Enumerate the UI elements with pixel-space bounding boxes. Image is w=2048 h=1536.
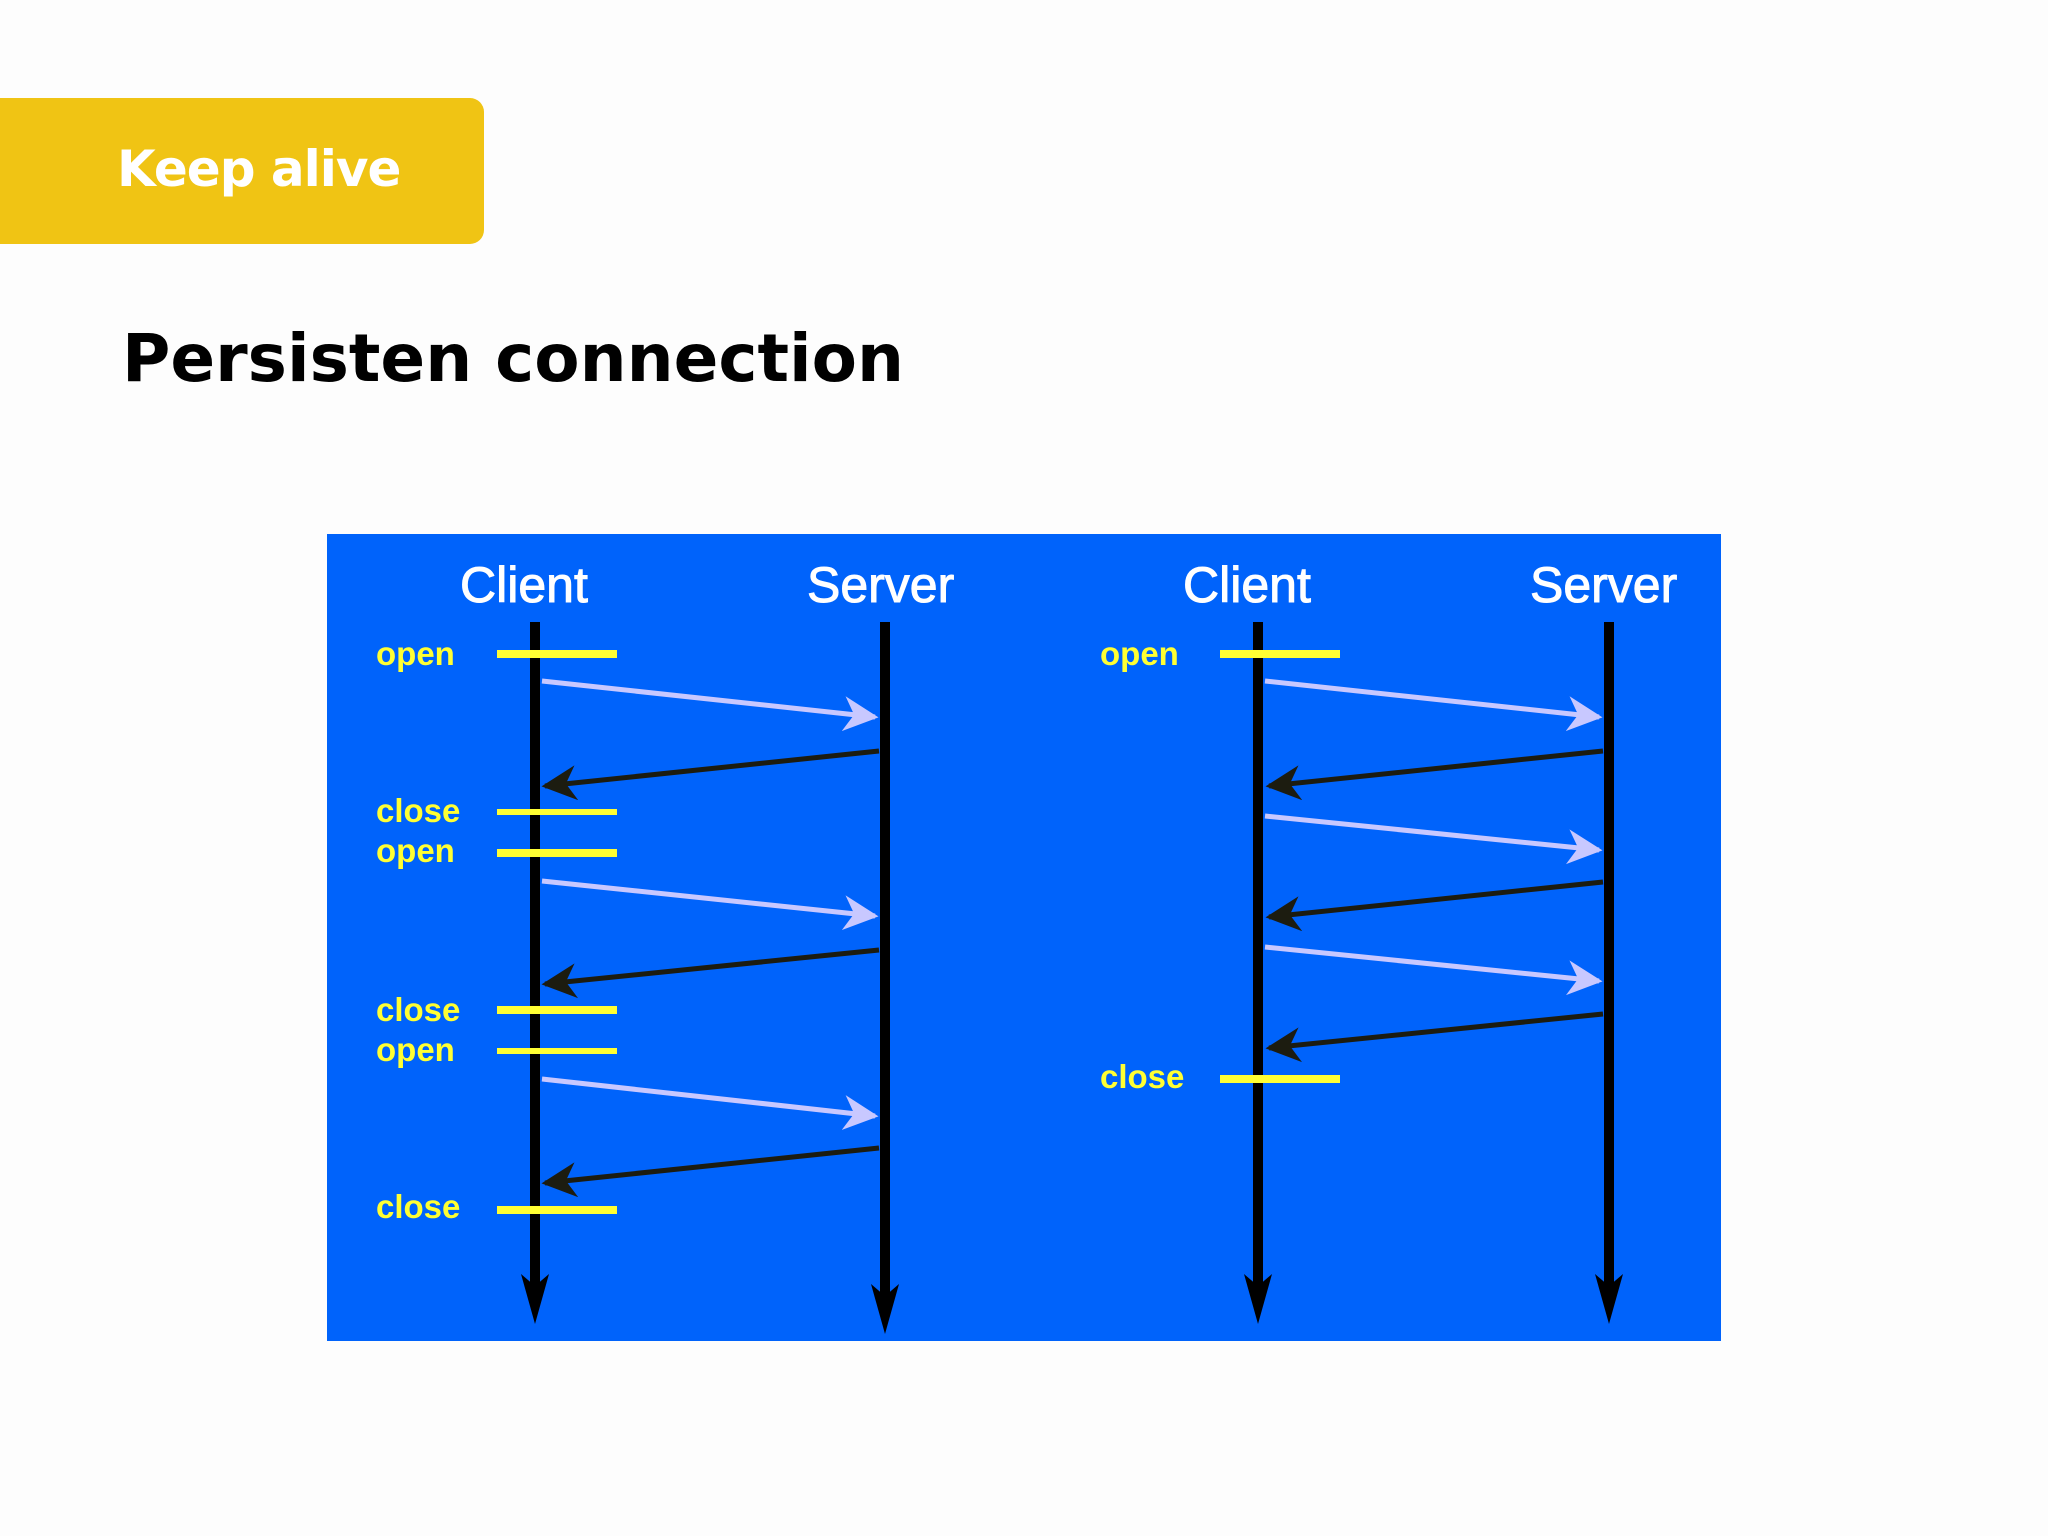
right-event-label: open (1100, 635, 1179, 672)
left-server-label: Server (806, 557, 955, 614)
connection-diagram: Client Server Client Server open close o… (327, 534, 1721, 1341)
left-event-label: close (376, 1188, 461, 1225)
left-request-arrow-1 (541, 678, 879, 732)
left-response-arrow-2 (541, 947, 880, 999)
right-request-arrow-2 (1264, 813, 1603, 865)
left-response-arrow-1 (541, 748, 880, 801)
right-client-timeline (1244, 622, 1272, 1324)
right-request-arrow-1 (1264, 678, 1603, 732)
left-client-label: Client (460, 557, 589, 614)
left-event-label: open (376, 635, 455, 672)
right-server-timeline (1595, 622, 1623, 1324)
left-event-label: open (376, 1031, 455, 1068)
right-event-label: close (1100, 1058, 1185, 1095)
left-event-label: close (376, 792, 461, 829)
right-response-arrow-2 (1265, 879, 1604, 932)
right-request-arrow-3 (1264, 944, 1603, 996)
right-client-label: Client (1183, 557, 1312, 614)
section-tag (0, 98, 484, 244)
left-server-timeline (871, 622, 899, 1334)
diagram-graphics (497, 622, 1623, 1334)
left-event-label: close (376, 991, 461, 1028)
right-response-arrow-3 (1265, 1011, 1604, 1063)
right-response-arrow-1 (1265, 748, 1604, 801)
slide-title: Persisten connection (122, 320, 904, 397)
left-event-label: open (376, 832, 455, 869)
left-client-timeline (521, 622, 549, 1324)
left-response-arrow-3 (541, 1145, 880, 1198)
left-request-arrow-3 (541, 1076, 879, 1130)
right-server-label: Server (1529, 557, 1678, 614)
left-request-arrow-2 (541, 878, 879, 931)
section-tag-label: Keep alive (117, 140, 401, 198)
